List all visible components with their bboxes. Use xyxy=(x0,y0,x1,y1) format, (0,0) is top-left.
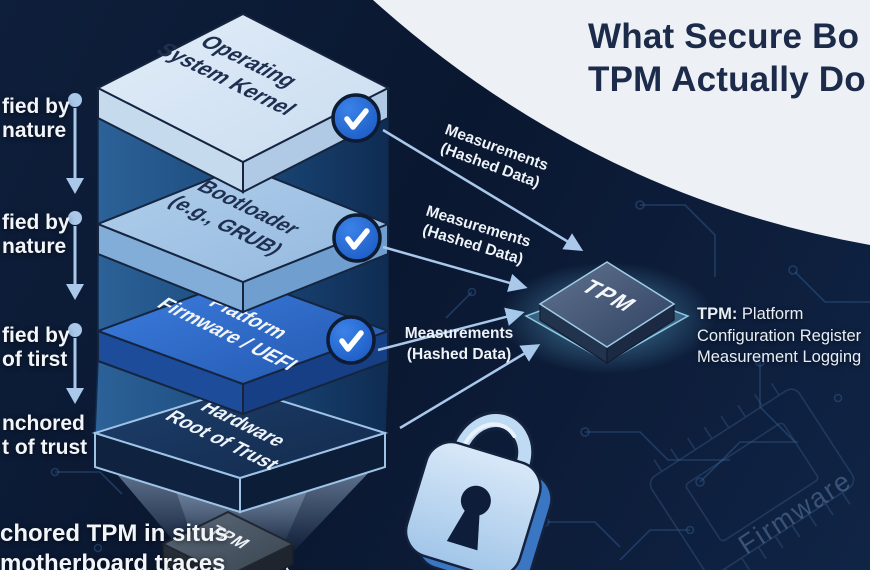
anchored-tpm-chip: TPM xyxy=(160,510,296,570)
measurement-arrows xyxy=(377,128,584,430)
annotation-verified-2: fied by nature xyxy=(2,211,70,258)
svg-text:Measurements: Measurements xyxy=(405,325,514,342)
tpm-description-line-1: TPM: Platform xyxy=(697,305,804,323)
annotation-verified-3: fied by of tirst xyxy=(2,324,70,371)
down-arrow-icon xyxy=(66,178,84,194)
anchored-tpm-note: chored TPM in situs motherboard traces xyxy=(0,520,229,570)
tpm-chip: TPM xyxy=(499,261,715,374)
svg-text:(Hashed Data): (Hashed Data) xyxy=(407,346,511,363)
layer-os-kernel: Operating System Kernel xyxy=(95,12,391,194)
checkmark-icon xyxy=(331,93,381,143)
measurement-label: Measurements (Hashed Data) xyxy=(405,325,514,363)
down-arrow-icon xyxy=(66,284,84,300)
down-arrow-icon xyxy=(66,388,84,404)
page-title: What Secure Bo TPM Actually Do xyxy=(588,16,866,101)
tpm-description-line-2: Configuration Register xyxy=(697,326,862,345)
checkmark-icon xyxy=(326,315,376,365)
measurement-label: Measurements (Hashed Data) xyxy=(420,203,532,269)
layer-platform-firmware-uefi: Platform Firmware / UEFI xyxy=(95,276,391,416)
padlock-icon xyxy=(404,411,553,570)
trust-beam xyxy=(110,466,375,552)
tpm-description-line-3: Measurement Logging xyxy=(697,348,862,366)
checkmark-icon xyxy=(332,213,382,263)
measurement-label: Measurements (Hashed Data) xyxy=(438,121,550,191)
annotation-anchored: nchored t of trust xyxy=(2,412,88,459)
verification-rail xyxy=(66,93,84,404)
tpm-description: TPM: Platform Configuration Register Mea… xyxy=(697,304,861,369)
title-line-2: TPM Actually Do xyxy=(588,59,866,99)
checkmarks xyxy=(326,93,382,365)
title-line-1: What Secure Bo xyxy=(588,17,860,56)
annotation-verified-1: fied by nature xyxy=(2,95,70,142)
chip-footprint-sketch xyxy=(649,383,855,570)
layer-hardware-root-of-trust: Hardware Root of Trust xyxy=(91,386,389,514)
white-swoosh xyxy=(373,0,870,245)
firmware-watermark: Firmware xyxy=(733,465,857,560)
